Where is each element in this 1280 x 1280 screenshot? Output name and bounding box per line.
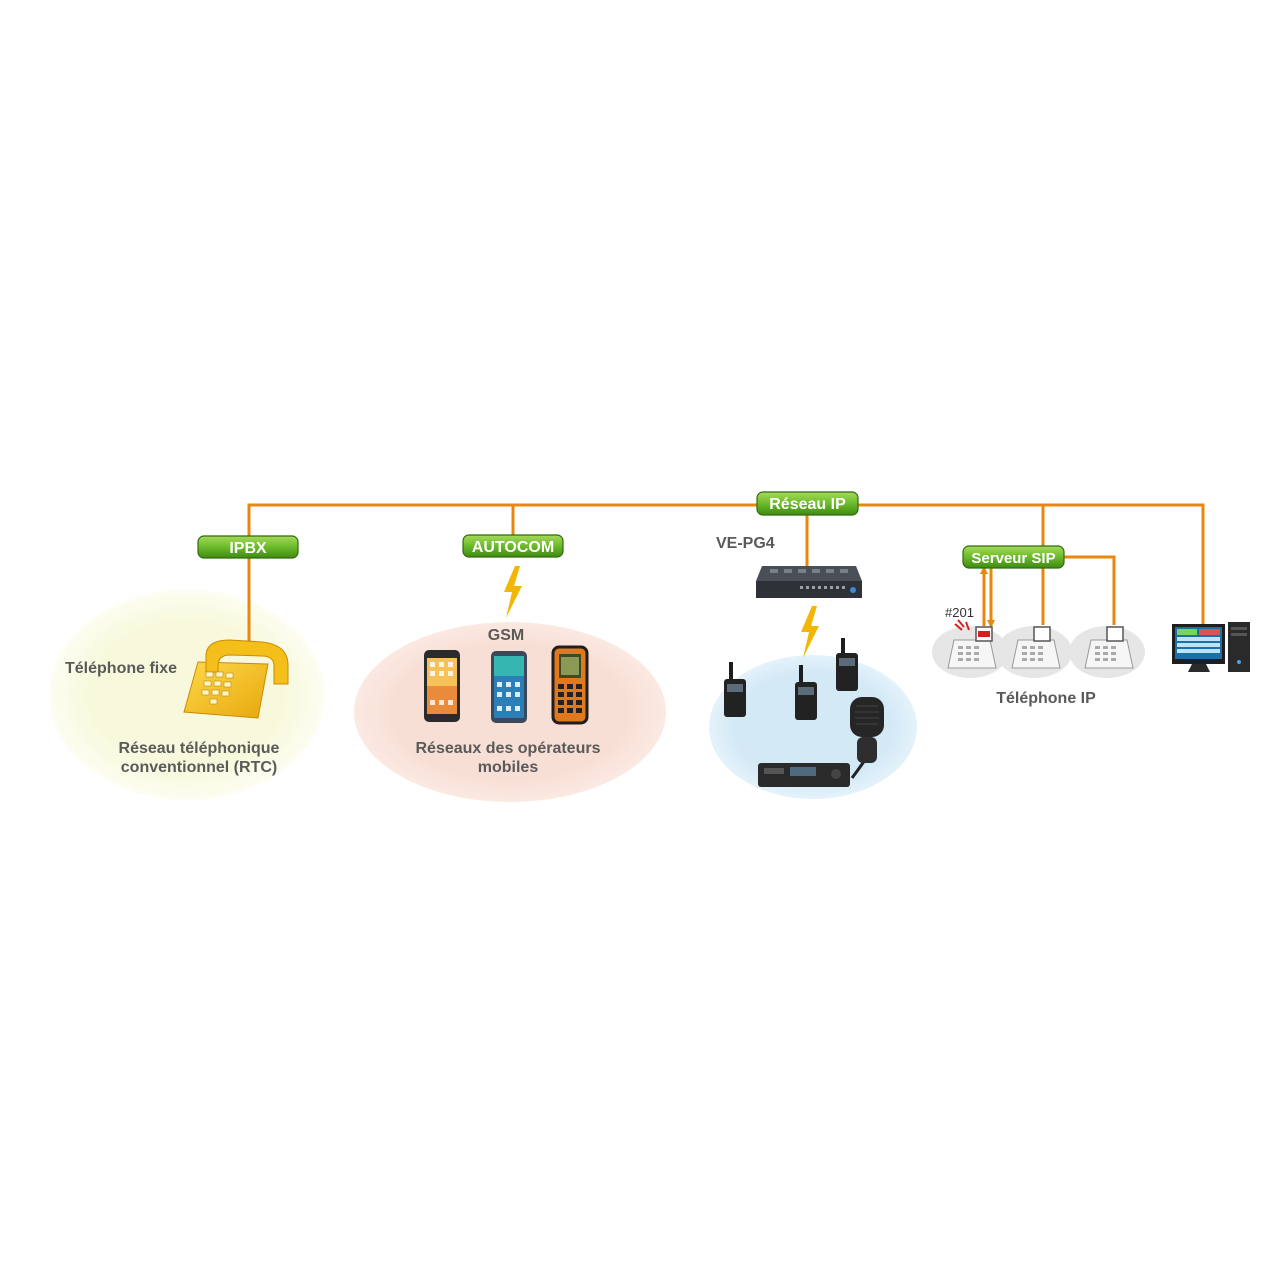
ringing-mark — [954, 619, 970, 631]
pc-monitor-icon — [1172, 622, 1250, 672]
gateway-label: VE-PG4 — [716, 535, 775, 552]
mobile-label-line1: Réseaux des opérateurs — [416, 740, 601, 757]
ip-phone-label: Téléphone IP — [996, 690, 1096, 707]
badge-ip-network: Réseau IP — [756, 491, 859, 516]
pstn-label-line2: conventionnel (RTC) — [121, 759, 277, 776]
ip-phone-icon — [1069, 626, 1145, 678]
extension-label: #201 — [945, 605, 974, 620]
desk-phone-icon — [183, 639, 289, 719]
pstn-label-line1: Réseau téléphonique — [119, 740, 280, 757]
mobile-label-line2: mobiles — [478, 759, 539, 776]
gsm-label: GSM — [488, 627, 524, 644]
badge-sip-server-label: Serveur SIP — [971, 550, 1055, 567]
badge-sip-server: Serveur SIP — [962, 545, 1065, 569]
speaker-mic-icon — [850, 697, 884, 763]
handheld-radio-icon — [836, 638, 858, 691]
smartphone-icon — [424, 650, 460, 722]
smartphone-icon — [491, 651, 527, 723]
lightning-icon — [801, 606, 819, 658]
handheld-radio-icon — [795, 665, 817, 720]
sip-call-arrows — [980, 566, 995, 628]
badge-autocom-label: AUTOCOM — [472, 539, 554, 556]
lightning-icon — [504, 566, 522, 618]
handheld-radio-icon — [724, 662, 746, 717]
fixed-phone-label: Téléphone fixe — [65, 660, 177, 677]
badge-ipbx-label: IPBX — [229, 540, 267, 557]
rugged-phone-icon — [551, 645, 589, 725]
ip-phone-icon — [932, 626, 1008, 678]
badge-ip-network-label: Réseau IP — [769, 496, 846, 513]
badge-ipbx: IPBX — [197, 535, 299, 559]
network-lines — [247, 503, 1205, 652]
gateway-box-icon — [756, 566, 862, 598]
badge-autocom: AUTOCOM — [462, 534, 564, 558]
mobile-radio-icon — [758, 763, 850, 787]
ip-phone-icon — [996, 626, 1072, 678]
